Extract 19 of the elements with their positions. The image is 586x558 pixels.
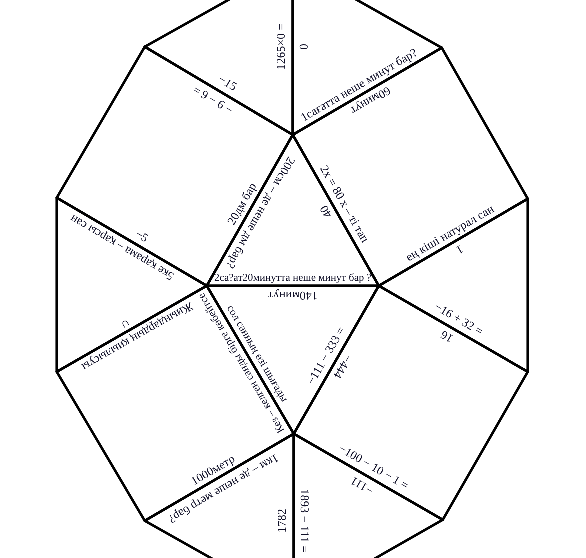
answer-text: 1782 — [276, 508, 288, 533]
question-text: 1265×0 = — [275, 24, 287, 71]
triangle-piece — [145, 434, 294, 558]
answer-text: −111 — [348, 474, 375, 497]
answer-text: −5 — [133, 228, 150, 244]
answer-text: 140минут — [268, 290, 318, 302]
triangle-piece — [207, 135, 379, 286]
answer-text: −444 — [331, 354, 354, 382]
answer-text: 16 — [438, 328, 456, 345]
question-text: 2са?ат20минутта неше минут бар ? — [214, 274, 372, 284]
triangle-piece — [293, 0, 442, 135]
triangle-piece — [379, 199, 528, 372]
answer-text: 1 — [454, 244, 466, 257]
answer-text: 0 — [298, 44, 310, 50]
answer-text: ∩ — [118, 316, 132, 330]
answer-text: 40 — [317, 204, 334, 221]
question-text: 1893 − 111 = — [299, 489, 311, 553]
triangle-piece — [294, 434, 443, 558]
answer-text: −15 — [216, 73, 239, 94]
